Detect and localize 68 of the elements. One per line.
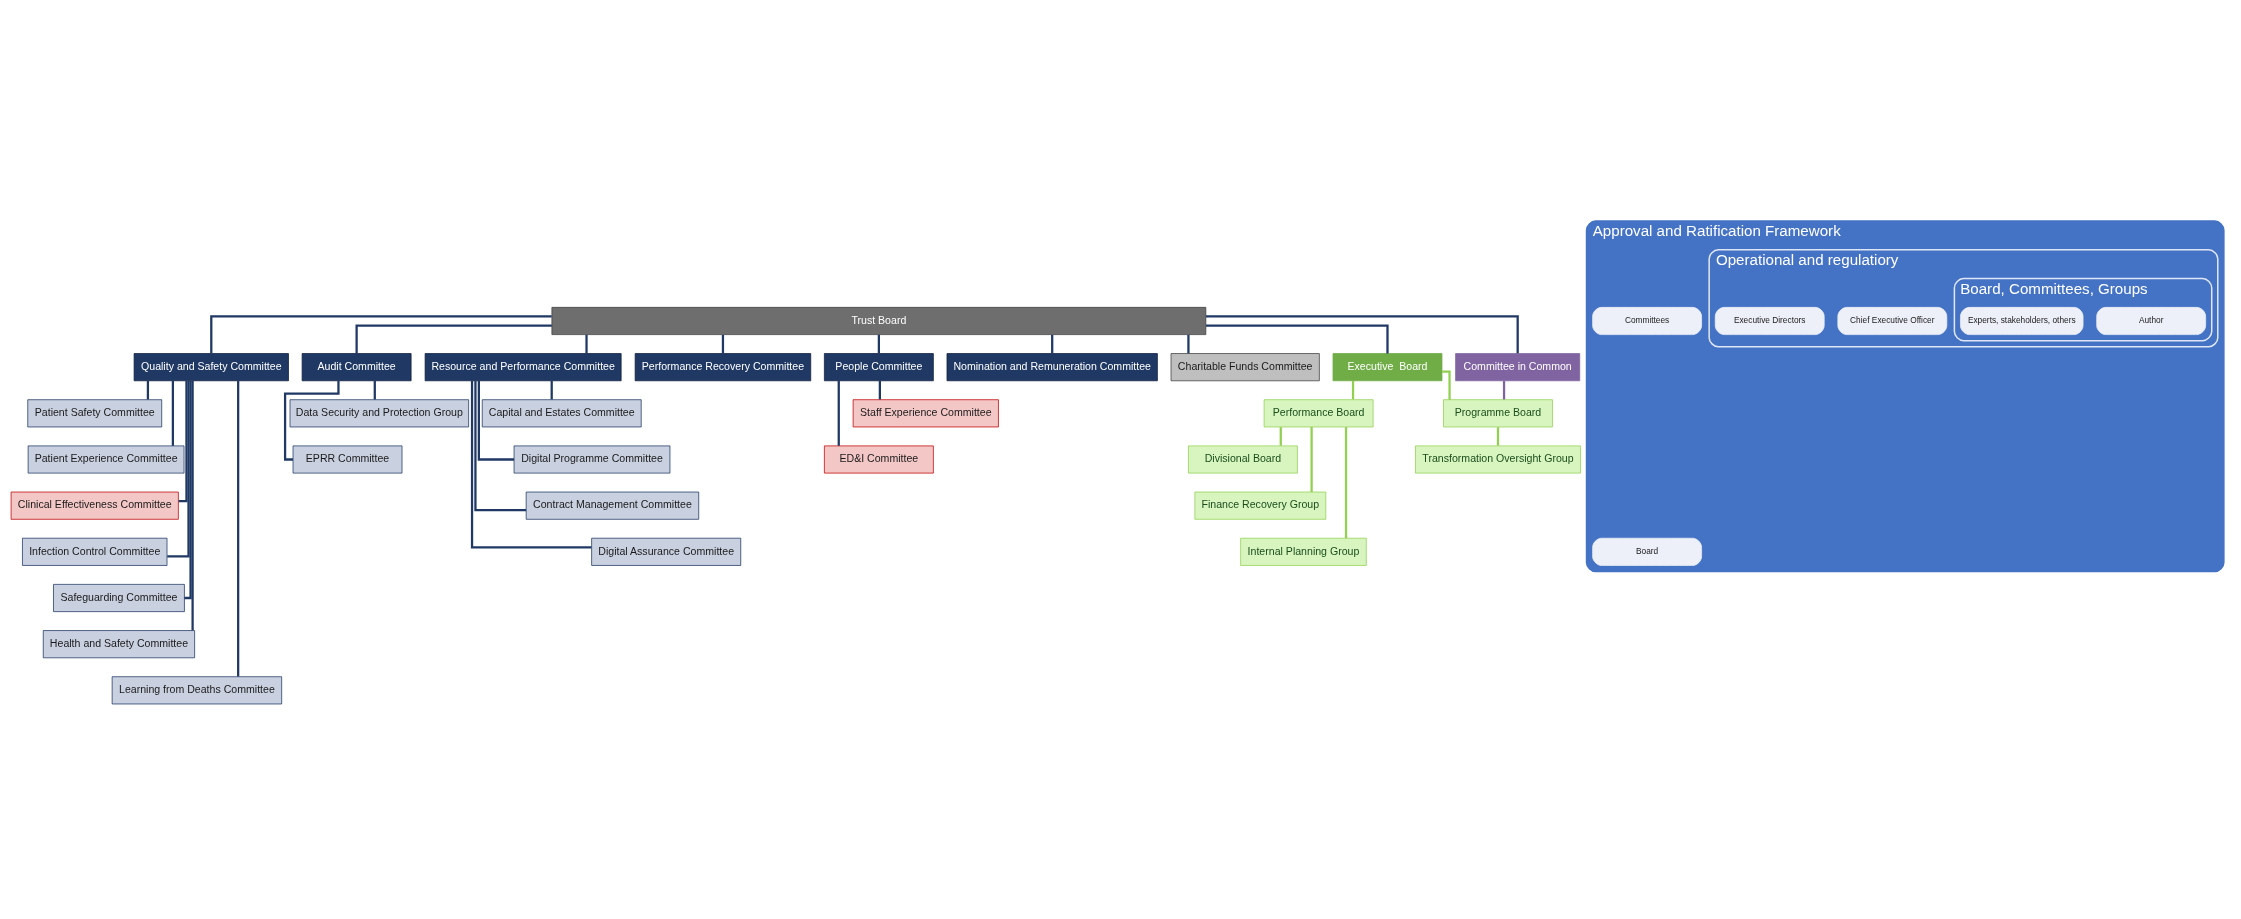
connector (191, 380, 194, 631)
node-box: Digital Assurance Committee (591, 537, 742, 566)
connector (477, 380, 515, 461)
node-box: Trust Board (551, 307, 1207, 335)
connector (1187, 334, 1190, 354)
node-box: Performance Recovery Committee (634, 353, 812, 382)
node-box: Health and Safety Committee (42, 630, 196, 659)
connector (1502, 381, 1506, 400)
node-box: Patient Safety Committee (27, 399, 163, 428)
connector (878, 381, 881, 400)
connector (470, 381, 592, 549)
connector (355, 324, 552, 354)
connector (146, 381, 150, 400)
node-box: Executive Board (1332, 353, 1443, 382)
node-box: Divisional Board (1188, 445, 1298, 474)
node-box: People Committee (824, 353, 934, 382)
connector (721, 334, 725, 354)
node-box: Infection Control Committee (22, 537, 168, 566)
node-box: Chief Executive Officer (1837, 307, 1948, 335)
node-box: Nomination and Remuneration Committee (946, 353, 1158, 382)
connector (1310, 426, 1313, 492)
connector (373, 381, 376, 400)
connector (237, 380, 240, 677)
node-box: Contract Management Committee (525, 491, 700, 520)
node-box: Capital and Estates Committee (481, 399, 642, 428)
connector (184, 380, 192, 600)
connector (550, 381, 553, 400)
node-box: Digital Programme Committee (513, 445, 671, 474)
connector (1351, 381, 1355, 400)
node-box: Committee in Common (1455, 353, 1581, 382)
node-box: Internal Planning Group (1240, 537, 1367, 566)
node-box: ED&I Committee (824, 445, 934, 474)
node-box: Performance Board (1263, 399, 1374, 428)
node-box: Finance Recovery Group (1194, 491, 1327, 520)
connector (1442, 370, 1451, 400)
node-box: Quality and Safety Committee (133, 353, 289, 382)
connector (1206, 324, 1389, 354)
node-box: Experts, stakeholders, others (1960, 307, 2084, 335)
connector (585, 334, 588, 354)
connector (1279, 427, 1282, 446)
node-box: Learning from Deaths Committee (111, 676, 283, 705)
node-box: Transformation Oversight Group (1415, 445, 1581, 474)
node-box: Safeguarding Committee (53, 584, 185, 612)
connector (283, 381, 340, 461)
node-box: Charitable Funds Committee (1170, 353, 1320, 382)
connector (837, 380, 840, 446)
connector (877, 334, 880, 354)
connector (178, 381, 188, 503)
connector (167, 381, 190, 558)
connector (171, 380, 175, 446)
node-box: Audit Committee (301, 353, 412, 382)
connector (1206, 315, 1519, 354)
connector (1344, 427, 1348, 539)
node-box: Clinical Effectiveness Committee (10, 491, 179, 520)
connector (1051, 334, 1054, 354)
connector (474, 380, 527, 512)
connector (210, 315, 552, 354)
node-box: Staff Experience Committee (852, 399, 999, 428)
node-box: Patient Experience Committee (27, 445, 185, 474)
node-box: Resource and Performance Committee (424, 353, 622, 382)
node-box: Programme Board (1443, 399, 1553, 428)
node-box: Author (2096, 307, 2207, 335)
node-box: Board (1592, 537, 1702, 566)
node-box: EPRR Committee (292, 445, 403, 474)
connector (1496, 427, 1500, 446)
node-box: Executive Directors (1714, 307, 1825, 335)
node-box: Data Security and Protection Group (289, 399, 469, 428)
node-box: Committees (1592, 307, 1702, 335)
